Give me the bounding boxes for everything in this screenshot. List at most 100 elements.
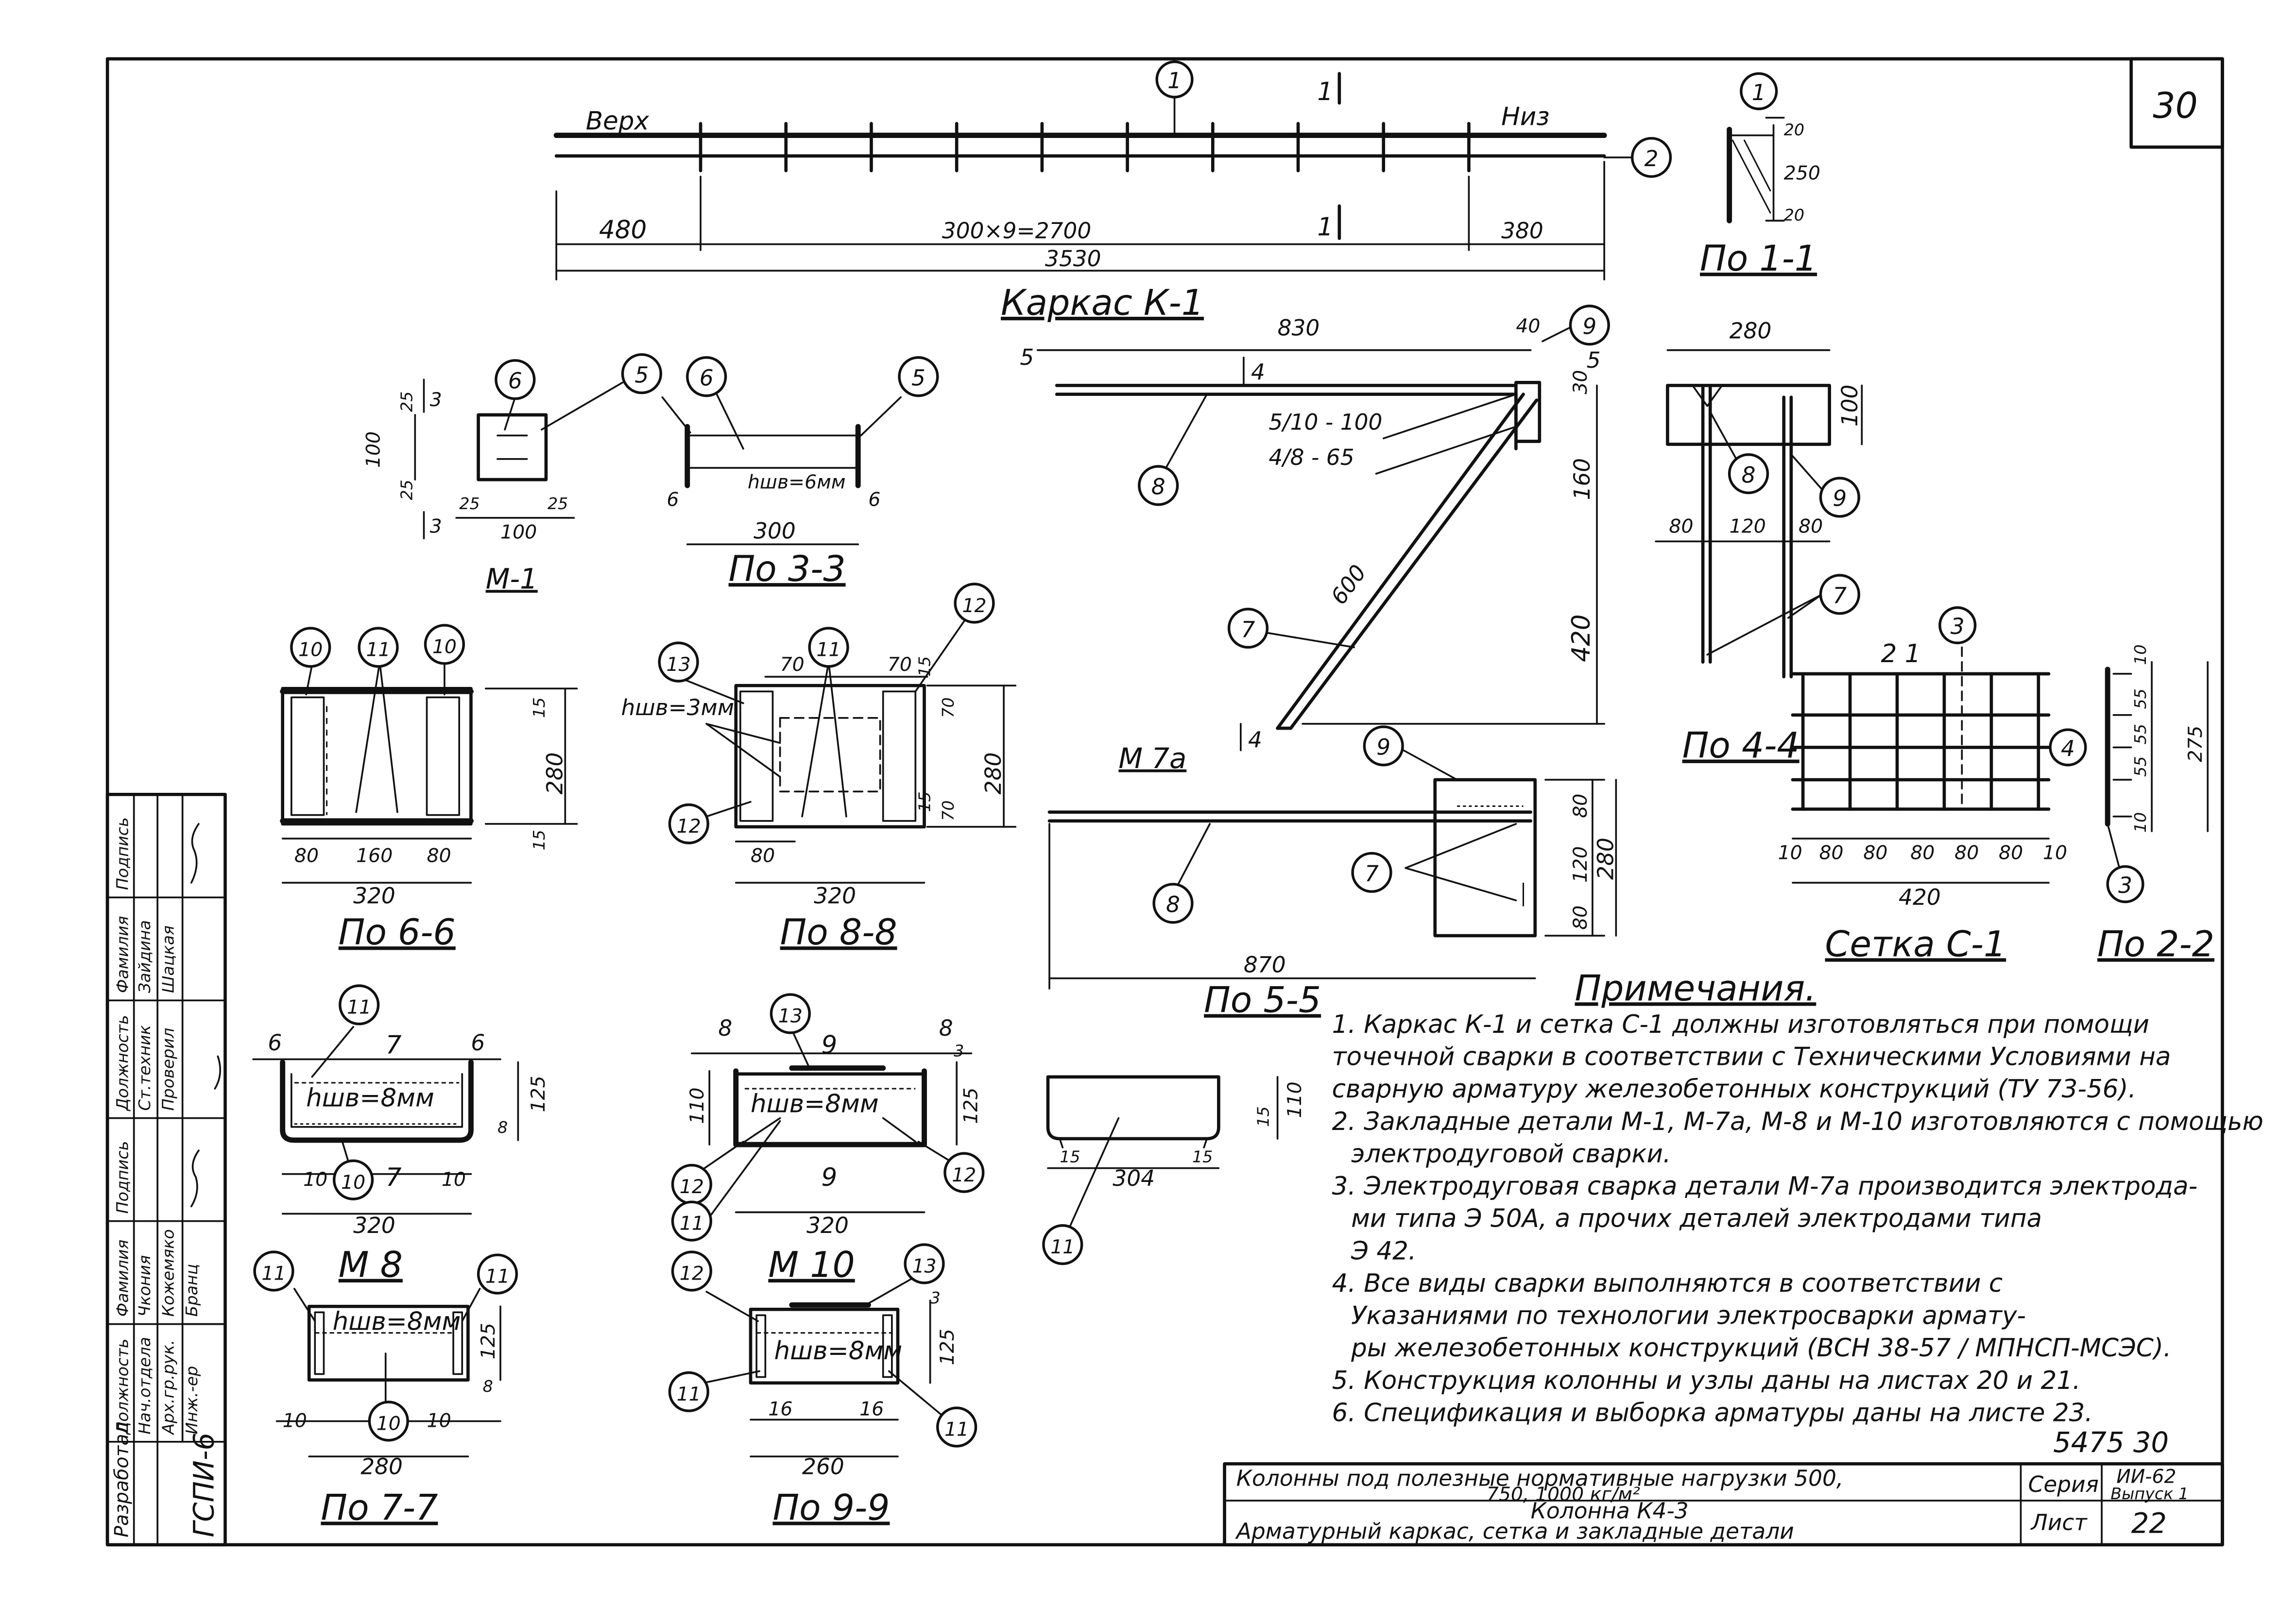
- po33-dim-left: 6: [667, 489, 679, 511]
- svg-text:12: 12: [680, 1263, 704, 1285]
- bubble-12-po88-top: 12: [954, 582, 995, 624]
- po88-dim-70a: 70: [780, 653, 805, 676]
- series-label: Серия: [2028, 1471, 2099, 1497]
- po55-dim-r1: 80: [1569, 794, 1592, 818]
- svg-text:11: 11: [677, 1383, 701, 1405]
- bubble-11-po77-left: 11: [253, 1250, 294, 1292]
- bubble-13-po99: 13: [904, 1243, 945, 1284]
- signature-3: [214, 1055, 221, 1090]
- svg-text:8: 8: [1166, 892, 1180, 918]
- bubble-11-m8: 11: [339, 984, 380, 1026]
- m10-dim-8b: 8: [939, 1015, 953, 1041]
- bubble-1-karkas: 1: [1155, 60, 1194, 99]
- bubble-11-part: 11: [1042, 1224, 1083, 1266]
- part11-dim-15b: 15: [1192, 1147, 1213, 1166]
- po22-caption: По 2-2: [2097, 924, 2214, 965]
- bubble-10-po77: 10: [368, 1401, 409, 1442]
- po99-dim-total: 260: [802, 1454, 844, 1479]
- part11-dim-110: 110: [1284, 1081, 1306, 1118]
- bubble-11-po66: 11: [358, 627, 399, 668]
- m7a-section-top: 4: [1251, 359, 1265, 385]
- setka-caption: Сетка С-1: [1825, 924, 2006, 965]
- svg-text:11: 11: [485, 1266, 510, 1288]
- stamp-header2-sign: Подпись: [113, 817, 132, 890]
- po66-dim-b3: 80: [427, 845, 451, 867]
- svg-text:11: 11: [347, 996, 371, 1019]
- bubble-10-po66-left: 10: [290, 627, 331, 668]
- m7a-dim-5a: 5: [1020, 344, 1034, 370]
- bubble-6-po33: 6: [686, 356, 727, 397]
- m1-section-top: 3: [430, 389, 442, 411]
- m8-drawing: hшв=8мм 6 6 7 7 125 8 10 10 320 М 8: [252, 1026, 549, 1286]
- po88-dim-70c: 70: [939, 697, 958, 718]
- setka-dim-total: 420: [1899, 884, 1941, 910]
- po-6-6-drawing: 280 15 15 80 160 80 320 По 6-6: [280, 661, 578, 953]
- bubble-1-po11: 1: [1740, 72, 1778, 110]
- m7a-dim-30: 30: [1569, 370, 1592, 394]
- svg-text:11: 11: [261, 1263, 286, 1285]
- po22-dim-5: 10: [2131, 812, 2150, 833]
- m8-section-bot: 7: [386, 1163, 402, 1192]
- note-line-10: Указаниями по технологии электросварки а…: [1351, 1301, 2026, 1331]
- m8-caption: М 8: [339, 1245, 403, 1286]
- svg-text:11: 11: [680, 1213, 704, 1235]
- karkas-bottom-label: Низ: [1501, 102, 1550, 131]
- po-1-1-drawing: 20 250 20 По 1-1: [1700, 117, 1820, 279]
- bubble-7-m7a: 7: [1227, 608, 1269, 649]
- m7a-dim-160: 160: [1569, 458, 1595, 500]
- setka-dim-b6: 80: [1999, 842, 2023, 864]
- svg-text:8: 8: [1742, 462, 1756, 488]
- po66-dim-15b: 15: [530, 830, 548, 850]
- po88-dim-70d: 70: [939, 800, 958, 821]
- m1-dim-v3: 25: [397, 479, 416, 500]
- po44-dim-b2: 120: [1730, 515, 1766, 537]
- m7a-dim-40: 40: [1516, 315, 1540, 337]
- po11-dim-top: 20: [1784, 120, 1804, 139]
- note-line-9: 4. Все виды сварки выполняются в соответ…: [1332, 1269, 2003, 1298]
- karkas-dim-right: 380: [1501, 218, 1543, 244]
- svg-text:11: 11: [944, 1419, 969, 1441]
- m7a-dim-5b: 5: [1587, 347, 1601, 373]
- svg-text:7: 7: [1241, 616, 1255, 642]
- svg-text:1: 1: [1752, 80, 1766, 105]
- po22-dim-2: 55: [2131, 688, 2150, 709]
- signature-2: [190, 823, 200, 884]
- po66-dim-15a: 15: [530, 697, 548, 718]
- bubble-12-po99: 12: [671, 1250, 712, 1292]
- bubble-13-m10: 13: [770, 993, 811, 1034]
- sheet-value: 22: [2131, 1507, 2167, 1540]
- svg-text:9: 9: [1582, 313, 1596, 339]
- stamp2-row1-name: Зайдина: [135, 920, 154, 993]
- bubble-8-m7a: 8: [1138, 465, 1179, 506]
- m8-weld: hшв=8мм: [306, 1083, 434, 1112]
- po44-dim-top: 280: [1730, 318, 1772, 344]
- stamp-row1-name: Чкония: [135, 1255, 154, 1317]
- m10-dim-110: 110: [686, 1088, 708, 1124]
- m7a-dim-600: 600: [1326, 560, 1371, 609]
- karkas-k1-drawing: Верх Низ 1 1 480 300×9=2700 380 3530 К: [553, 72, 1672, 324]
- bubble-11-po88: 11: [808, 627, 849, 668]
- setka-dim-b4: 80: [1910, 842, 1935, 864]
- setka-dim-b2: 80: [1819, 842, 1843, 864]
- po77-weld: hшв=8мм: [333, 1307, 461, 1336]
- svg-text:10: 10: [298, 639, 323, 661]
- po66-caption: По 6-6: [339, 912, 456, 953]
- m7a-dim-top: 830: [1278, 315, 1320, 341]
- m10-drawing: hшв=8мм 8 8 9 9 110 125 3 320 М 10: [686, 1015, 982, 1286]
- karkas-dim-left: 480: [599, 216, 647, 245]
- setka-dim-b7: 10: [2043, 842, 2067, 864]
- notes-block: Примечания. 1. Каркас К-1 и сетка С-1 до…: [1332, 968, 2263, 1427]
- po-5-5-drawing: 80 120 80 280 870 По 5-5: [1047, 746, 1618, 1021]
- bubble-7-po55: 7: [1351, 852, 1392, 893]
- po88-caption: По 8-8: [780, 912, 897, 953]
- bubble-3-setka: 3: [1938, 606, 1977, 645]
- svg-text:6: 6: [700, 365, 714, 391]
- po55-dim-r2: 120: [1569, 846, 1592, 883]
- po33-caption: По 3-3: [729, 549, 846, 590]
- svg-text:7: 7: [1365, 861, 1379, 887]
- po55-dim-total: 280: [1593, 838, 1618, 880]
- m10-section-top: 9: [821, 1030, 837, 1060]
- bubble-12-m10-left: 12: [671, 1163, 712, 1205]
- bubble-5-po33: 5: [898, 356, 939, 397]
- po33-weld: hшв=6мм: [748, 471, 846, 493]
